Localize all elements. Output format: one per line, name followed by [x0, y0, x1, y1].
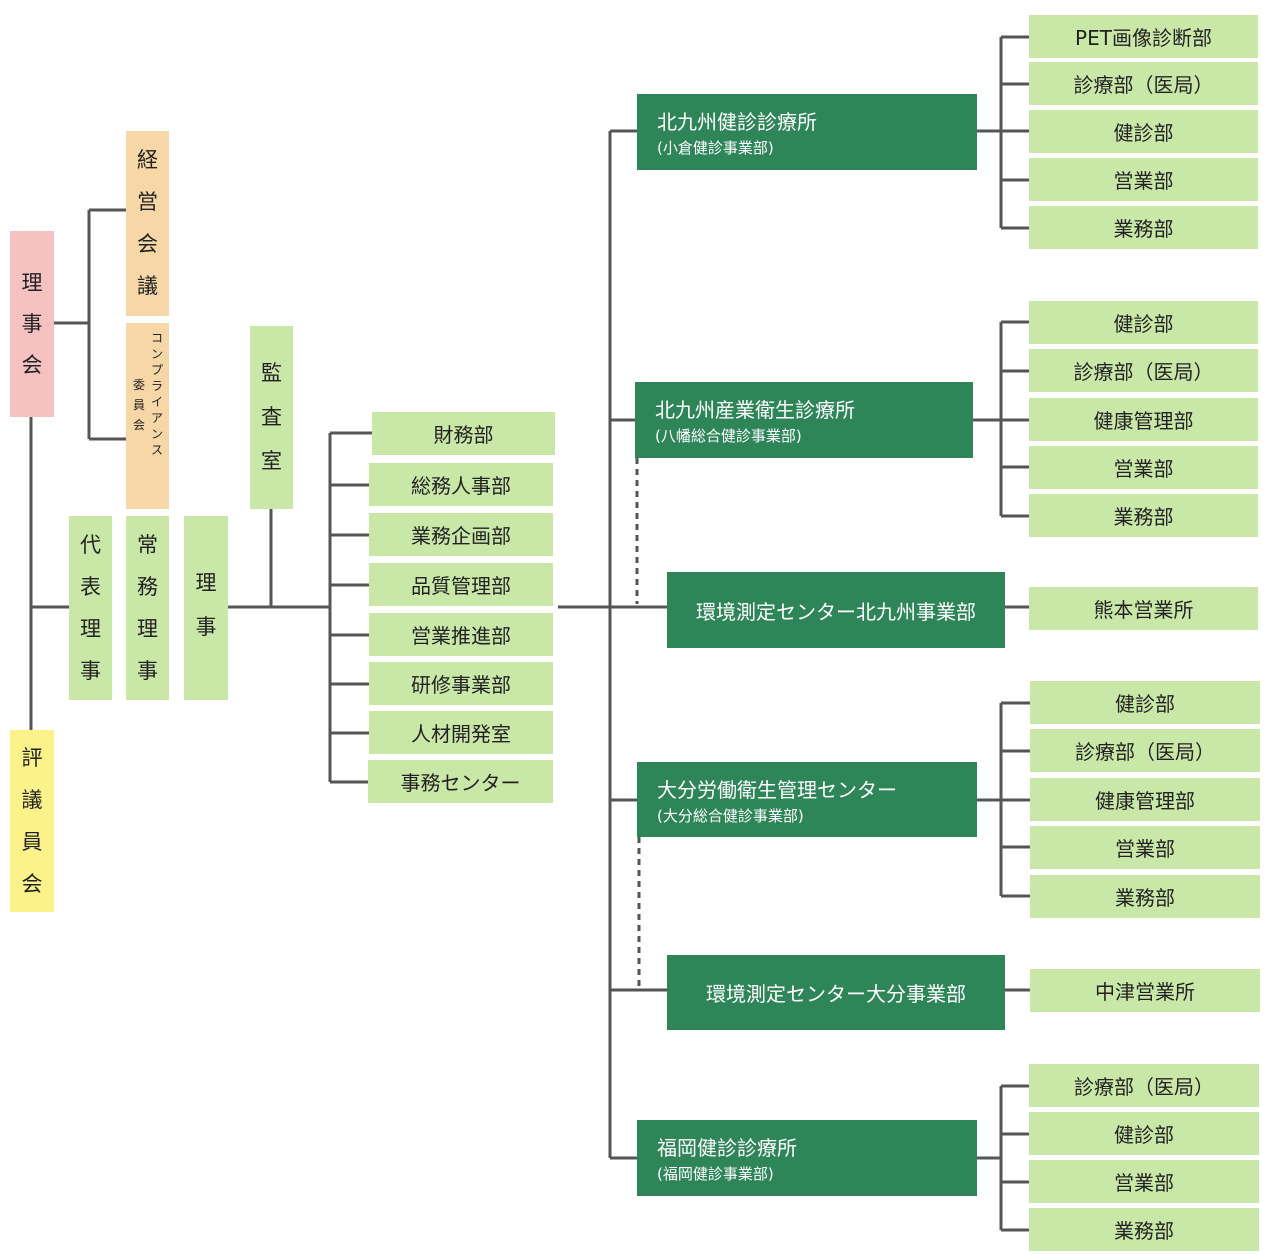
center-subtitle: (八幡総合健診事業部) — [655, 427, 802, 445]
unit-box: 診療部（医局） — [1029, 1064, 1259, 1107]
unit-box: 営業部 — [1029, 446, 1258, 489]
center-kitakyushu-industrial-clinic: 北九州産業衛生診療所 (八幡総合健診事業部) — [635, 382, 973, 458]
center-oita-labor-health: 大分労働衛生管理センター (大分総合健診事業部) — [637, 762, 977, 837]
dept-training: 研修事業部 — [369, 662, 553, 705]
center-title: 大分労働衛生管理センター — [657, 777, 897, 802]
unit-box: 健診部 — [1029, 1112, 1259, 1155]
center-title: 北九州健診診療所 — [657, 110, 817, 134]
center-env-oita: 環境測定センター大分事業部 — [667, 955, 1005, 1030]
center-subtitle: (大分総合健診事業部) — [657, 806, 804, 825]
compliance-committee: コ ン プ ラ イ ア ン ス 委 員 会 — [126, 323, 169, 509]
unit-box: 中津営業所 — [1030, 969, 1260, 1012]
representative-director: 代 表 理 事 — [69, 516, 112, 700]
unit-box: 熊本営業所 — [1029, 587, 1258, 630]
unit-box: 診療部（医局） — [1030, 729, 1260, 772]
unit-box: 健診部 — [1029, 301, 1258, 344]
center-title: 福岡健診診療所 — [657, 1136, 797, 1160]
council: 評 議 員 会 — [10, 730, 54, 912]
unit-box: 診療部（医局） — [1029, 62, 1258, 105]
dashed-connectors — [635, 458, 641, 988]
unit-box: 健康管理部 — [1029, 398, 1258, 441]
unit-box: 営業部 — [1029, 1160, 1259, 1203]
unit-box: 診療部（医局） — [1029, 349, 1258, 392]
executive-director: 常 務 理 事 — [126, 516, 169, 700]
dept-hr-development: 人材開発室 — [369, 711, 553, 754]
center-env-kitakyushu: 環境測定センター北九州事業部 — [667, 572, 1005, 648]
center-kitakyushu-clinic: 北九州健診診療所 (小倉健診事業部) — [637, 94, 977, 170]
audit-office: 監 査 室 — [250, 326, 293, 509]
center-fukuoka-clinic: 福岡健診診療所 (福岡健診事業部) — [637, 1120, 977, 1196]
director: 理 事 — [184, 516, 228, 700]
center-subtitle: (福岡健診事業部) — [657, 1165, 774, 1183]
center-subtitle: (小倉健診事業部) — [657, 139, 774, 157]
unit-box: 健康管理部 — [1030, 778, 1260, 821]
board-of-directors: 理 事 会 — [10, 231, 54, 417]
dept-general-affairs-hr: 総務人事部 — [369, 463, 553, 506]
unit-box: 健診部 — [1030, 681, 1260, 724]
dept-finance: 財務部 — [372, 412, 555, 455]
unit-box: 業務部 — [1029, 1208, 1259, 1251]
unit-box: 営業部 — [1030, 826, 1260, 869]
dept-quality-management: 品質管理部 — [369, 563, 553, 606]
unit-box: 健診部 — [1029, 110, 1258, 153]
center-title: 北九州産業衛生診療所 — [655, 398, 855, 422]
unit-box: 業務部 — [1030, 875, 1260, 918]
dept-business-planning: 業務企画部 — [369, 513, 553, 556]
unit-box: 業務部 — [1029, 494, 1258, 537]
management-meeting: 経 営 会 議 — [126, 131, 169, 316]
org-connectors — [29, 35, 1030, 1232]
unit-box: PET画像診断部 — [1029, 15, 1258, 58]
dept-office-center: 事務センター — [368, 760, 553, 803]
dept-sales-promotion: 営業推進部 — [369, 613, 553, 656]
unit-box: 業務部 — [1029, 206, 1258, 249]
unit-box: 営業部 — [1029, 158, 1258, 201]
